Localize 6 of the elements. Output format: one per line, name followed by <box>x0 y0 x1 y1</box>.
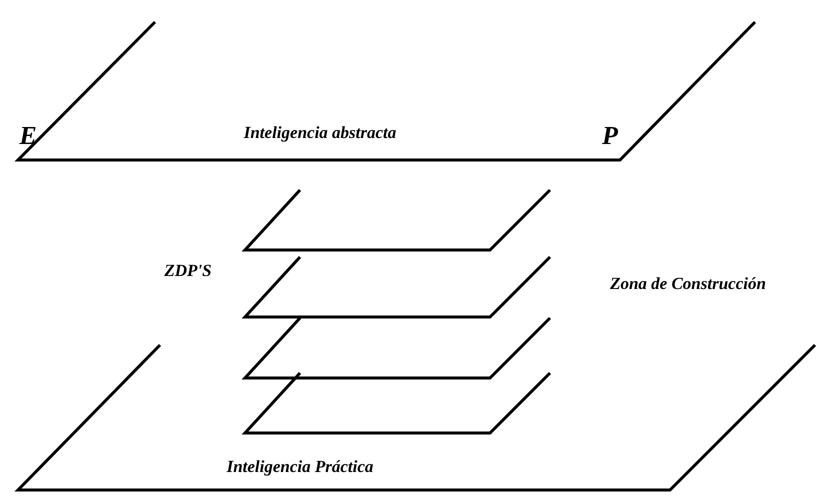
zone-label: ZDP'S <box>164 261 212 281</box>
corner-letter: E <box>19 121 37 151</box>
zone-label: Zona de Construcción <box>610 274 766 294</box>
plane-label: Inteligencia abstracta <box>244 123 396 143</box>
corner-letter: P <box>602 121 618 151</box>
plane-label: Inteligencia Práctica <box>226 457 374 477</box>
